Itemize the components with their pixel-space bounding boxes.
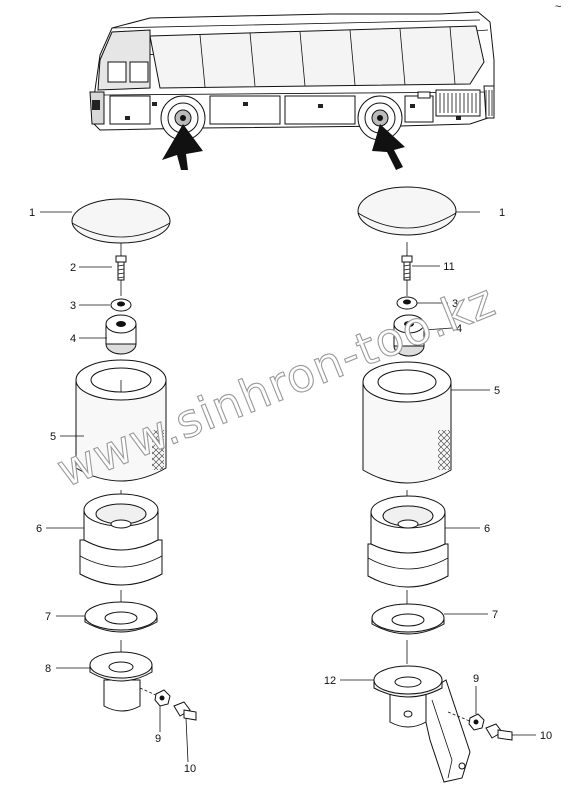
spring-seat — [367, 495, 449, 588]
arrow-front-wheel — [162, 124, 203, 170]
washer-plate — [84, 601, 158, 633]
callout-8-left: 8 — [45, 663, 51, 675]
bushing — [393, 314, 425, 357]
screw — [115, 255, 127, 281]
callout-labels-left: 1 2 3 4 5 6 7 8 9 10 — [29, 207, 196, 775]
rubber-buffer — [362, 361, 452, 484]
callout-9-left: 9 — [155, 733, 161, 745]
left-buffer-assembly — [71, 198, 197, 721]
callout-10-right: 10 — [540, 730, 552, 742]
washer-plate — [371, 603, 445, 635]
cap-disk — [71, 198, 171, 244]
callout-1-left: 1 — [29, 207, 35, 219]
callout-6-left: 6 — [36, 523, 42, 535]
callout-4-left: 4 — [70, 333, 76, 345]
callout-11-right: 11 — [443, 261, 454, 273]
callout-3-left: 3 — [70, 300, 76, 312]
callout-12-right: 12 — [324, 675, 336, 687]
cap-disk — [357, 186, 457, 236]
screw — [401, 255, 413, 281]
callout-5-left: 5 — [50, 431, 56, 443]
arrow-rear-wheel — [372, 124, 405, 170]
right-buffer-assembly — [357, 186, 513, 783]
callout-7-right: 7 — [492, 609, 498, 621]
callout-10-left: 10 — [184, 763, 196, 775]
rubber-buffer — [75, 359, 167, 482]
callout-6-right: 6 — [484, 523, 490, 535]
bushing — [105, 314, 137, 355]
callout-7-left: 7 — [45, 611, 51, 623]
callout-5-right: 5 — [494, 385, 500, 397]
leader-lines-left — [40, 211, 189, 763]
mounting-plug — [89, 651, 153, 712]
spring-seat — [79, 493, 163, 586]
mounting-bracket — [373, 665, 471, 783]
callout-1-right: 1 — [499, 207, 505, 219]
callout-2-left: 2 — [70, 262, 76, 274]
callout-labels-right: 1 11 3 4 5 6 7 12 9 10 — [324, 207, 552, 742]
corner-mark: ~ — [555, 1, 561, 13]
bolt — [173, 701, 197, 721]
callout-3-right: 3 — [452, 298, 458, 310]
bolt — [485, 723, 513, 741]
callout-9-right: 9 — [473, 673, 479, 685]
callout-4-right: 4 — [456, 323, 462, 335]
bus-illustration — [89, 11, 495, 141]
leader-lines-right — [340, 211, 536, 736]
